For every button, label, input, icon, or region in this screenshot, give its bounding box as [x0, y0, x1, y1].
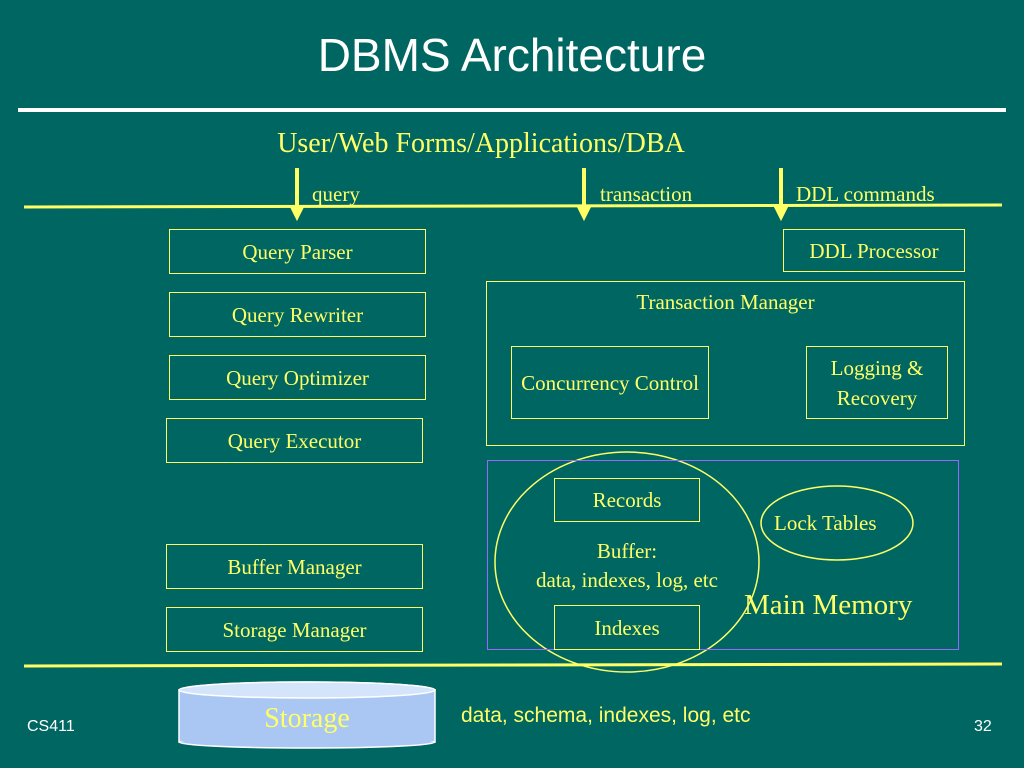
buffer-ellipse — [494, 451, 760, 673]
lower-boundary-line — [23, 662, 1003, 668]
transaction-arrow — [576, 168, 592, 222]
storage-cylinder — [178, 681, 436, 749]
logging-recovery-box: Logging & Recovery — [806, 346, 948, 419]
storage-label: Storage — [264, 703, 350, 734]
storage-contents: data, schema, indexes, log, etc — [461, 704, 751, 727]
ddl-arrow — [773, 168, 789, 222]
slide-title: DBMS Architecture — [317, 29, 707, 81]
main-memory-frame — [487, 460, 959, 650]
transaction-manager-title: Transaction Manager — [636, 290, 815, 314]
query-label: query — [312, 182, 360, 206]
users-label: User/Web Forms/Applications/DBA — [277, 128, 685, 159]
query-parser-box: Query Parser — [169, 229, 426, 274]
records-box: Records — [554, 478, 700, 522]
buffer-manager-box: Buffer Manager — [166, 544, 423, 589]
course-code: CS411 — [27, 718, 75, 735]
page-number: 32 — [974, 718, 992, 735]
indexes-box: Indexes — [554, 605, 700, 650]
buffer-title: Buffer: — [596, 539, 658, 563]
lock-tables-ellipse — [760, 485, 914, 561]
concurrency-control-box: Concurrency Control — [511, 346, 709, 419]
query-optimizer-box: Query Optimizer — [169, 355, 426, 400]
buffer-contents: data, indexes, log, etc — [536, 568, 718, 592]
upper-boundary-line — [23, 203, 1003, 209]
lock-tables-label: Lock Tables — [774, 511, 877, 535]
query-rewriter-box: Query Rewriter — [169, 292, 426, 337]
transaction-label: transaction — [600, 182, 693, 206]
ddl-processor-box: DDL Processor — [783, 229, 965, 272]
transaction-manager-frame — [486, 281, 965, 446]
ddl-commands-label: DDL commands — [796, 182, 935, 206]
query-arrow — [289, 168, 305, 222]
storage-manager-box: Storage Manager — [166, 607, 423, 652]
title-divider — [18, 108, 1006, 112]
main-memory-label: Main Memory — [744, 589, 913, 621]
query-executor-box: Query Executor — [166, 418, 423, 463]
